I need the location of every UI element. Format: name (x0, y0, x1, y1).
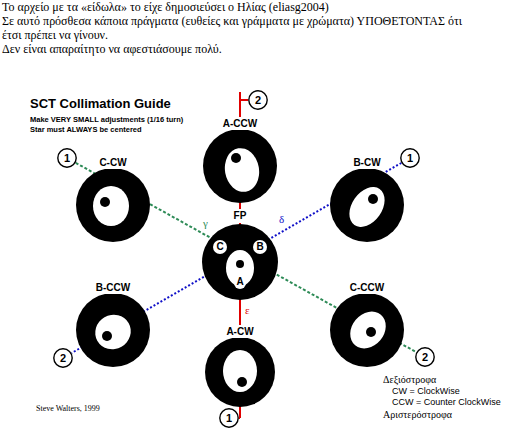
secondary-shadow (237, 377, 247, 387)
defocused-disk (203, 129, 277, 203)
defocused-disk (202, 224, 278, 300)
position-label: B-CCW (66, 278, 160, 293)
center-star-image: FPCBA (202, 224, 278, 300)
defocused-disk (330, 168, 404, 242)
callout-number: 2 (415, 347, 435, 367)
callout-outline (416, 348, 434, 366)
position-label: C-CW (66, 153, 160, 168)
adjust-screw-letter: A (234, 275, 246, 289)
light-ring (93, 186, 129, 226)
secondary-shadow (231, 153, 241, 163)
line-letter: ε (245, 304, 250, 316)
callout-number: 1 (57, 148, 77, 168)
position-label-text: B-CCW (94, 281, 132, 294)
callout-outline (401, 149, 419, 167)
position-label-text: C-CCW (348, 281, 386, 294)
light-ring (343, 304, 393, 355)
position-label-text: C-CW (97, 156, 128, 169)
position-label: A-CCW (193, 114, 287, 129)
secondary-shadow (366, 327, 376, 337)
callout-text: 2 (248, 90, 268, 110)
line-letter: δ (279, 213, 284, 225)
position-label-text: A-CW (224, 325, 255, 338)
light-ring (221, 145, 262, 194)
note-text: Δεν είναι απαραίτητο να αφεστιάσουμε πολ… (2, 43, 222, 57)
note-text: Το αρχείο με τα «είδωλα» το είχε δημοσιε… (2, 1, 329, 15)
callout-number: 2 (53, 348, 73, 368)
star-pattern (320, 168, 414, 242)
guide-title: SCT Collimation Guide (30, 96, 171, 111)
secondary-shadow (368, 194, 378, 204)
defocused-disk (76, 168, 150, 242)
callout-text: 1 (219, 408, 239, 428)
adjust-screw-letter: C (213, 240, 227, 254)
light-ring (223, 350, 257, 392)
legend-note: Αριστερόστροφα (383, 409, 452, 421)
callout-text: 1 (57, 148, 77, 168)
star-pattern (195, 337, 285, 407)
note-text: Σε αυτό πρόσθεσα κάποια πράγματα (ευθείε… (2, 15, 464, 43)
light-ring (342, 180, 392, 233)
position-label: B-CW (320, 153, 414, 168)
callout-text: 2 (53, 348, 73, 368)
legend-note: Δεξιόστροφα (383, 374, 436, 386)
callout-outline (220, 409, 238, 427)
position-label: A-CW (195, 322, 285, 337)
star-pattern (66, 293, 160, 367)
secondary-shadow (102, 331, 112, 341)
callout-text: 2 (415, 347, 435, 367)
callout-outline (249, 91, 267, 109)
author-credit: Steve Walters, 1999 (36, 404, 100, 413)
defocused-disk (330, 293, 404, 367)
star-image: C-CW (66, 153, 160, 242)
callout-outline (54, 349, 72, 367)
star-image: A-CCW (193, 114, 287, 203)
callout-text: 1 (400, 148, 420, 168)
instruction-text: Star must ALWAYS be centered (30, 126, 142, 135)
defocused-disk (205, 337, 275, 407)
line-letter: γ (203, 217, 208, 229)
position-label-text: A-CCW (221, 117, 259, 130)
star-image: B-CCW (66, 278, 160, 367)
position-label-text: B-CW (351, 156, 382, 169)
defocused-disk (76, 293, 150, 367)
callout-number: 1 (400, 148, 420, 168)
star-pattern (320, 293, 414, 367)
star-pattern (66, 168, 160, 242)
secondary-shadow (236, 260, 244, 268)
legend-note: CCW = Counter ClockWise (392, 397, 501, 407)
callout-outline (58, 149, 76, 167)
callout-number: 1 (219, 408, 239, 428)
secondary-shadow (100, 197, 110, 207)
position-label: C-CCW (320, 278, 414, 293)
star-pattern (193, 129, 287, 203)
star-image: B-CW (320, 153, 414, 242)
legend-note: CW = ClockWise (392, 386, 460, 396)
star-image: A-CW (195, 322, 285, 407)
star-image: C-CCW (320, 278, 414, 367)
focal-plane-label: FP (230, 209, 250, 223)
instruction-text: Make VERY SMALL adjustments (1/16 turn) (30, 116, 183, 125)
adjust-screw-letter: B (253, 240, 267, 254)
light-ring (89, 308, 137, 355)
callout-number: 2 (248, 90, 268, 110)
